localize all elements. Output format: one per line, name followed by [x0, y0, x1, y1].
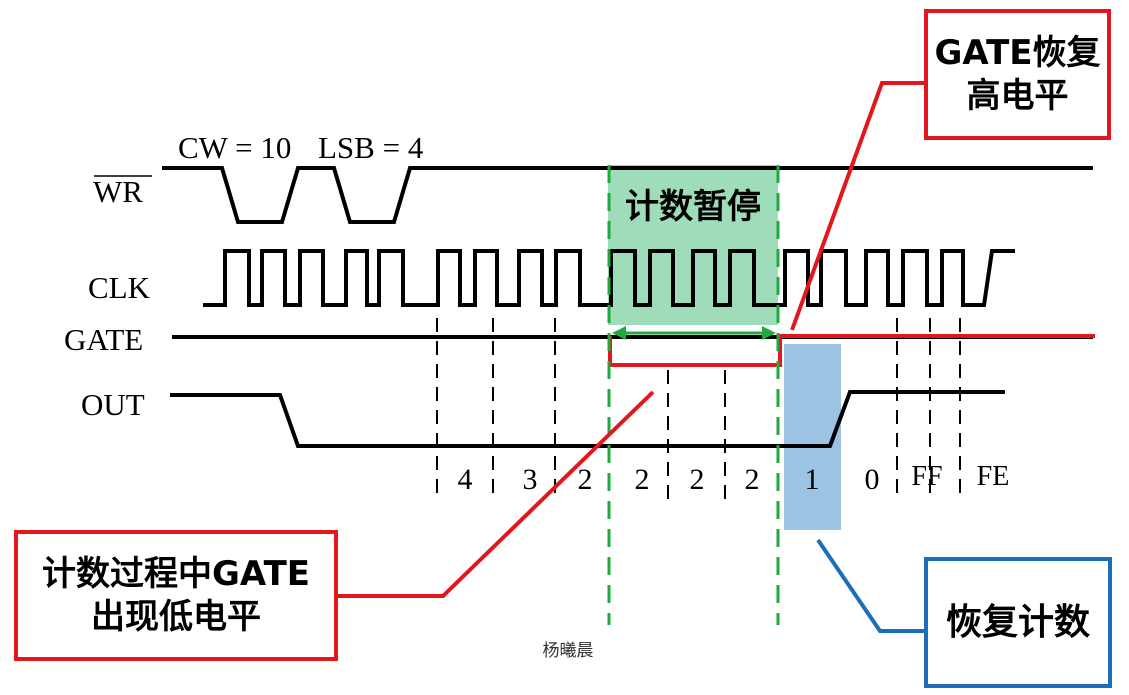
gate-low-line2: 出现低电平 — [91, 596, 261, 637]
gate-low-line1: 计数过程中GATE — [42, 554, 310, 594]
watermark: 杨曦晨 — [543, 641, 594, 661]
count-value: 2 — [635, 463, 650, 496]
wr-waveform — [162, 166, 1093, 224]
count-value: 3 — [523, 463, 538, 496]
gate-high-line1: GATE恢复 — [934, 33, 1101, 73]
gate-high-callout-line — [790, 81, 924, 331]
count-value: 2 — [690, 463, 705, 496]
gate-high-callout: GATE恢复 高电平 — [924, 9, 1111, 140]
pause-label: 计数暂停 — [625, 187, 761, 227]
count-values: 4 3 2 2 2 2 1 0 FF FE — [458, 461, 1010, 496]
clk-waveform — [203, 249, 1015, 307]
cw-label: CW = 10 — [178, 130, 291, 165]
lsb-label: LSB = 4 — [318, 130, 424, 165]
count-value: 4 — [458, 463, 473, 496]
count-value: 1 — [805, 463, 820, 496]
count-value: FE — [977, 461, 1010, 492]
resume-callout-line — [816, 538, 924, 633]
resume-callout: 恢复计数 — [924, 557, 1112, 688]
timing-guides — [436, 318, 961, 500]
count-value: 2 — [578, 463, 593, 496]
count-value: FF — [911, 461, 942, 492]
out-label: OUT — [81, 387, 145, 422]
out-waveform — [170, 390, 1005, 448]
gate-low-callout-line — [338, 390, 655, 598]
gate-label: GATE — [64, 322, 143, 357]
gate-high-line2: 高电平 — [966, 75, 1069, 116]
gate-low-callout: 计数过程中GATE 出现低电平 — [14, 530, 338, 661]
pause-boundaries — [607, 165, 780, 625]
gate-low-pulse — [608, 334, 1095, 367]
clk-label: CLK — [88, 270, 151, 305]
pause-span-arrow — [612, 326, 776, 340]
resume-label: 恢复计数 — [945, 602, 1090, 643]
count-value: 0 — [865, 463, 880, 496]
wr-label: WR — [93, 174, 143, 209]
count-value: 2 — [745, 463, 760, 496]
